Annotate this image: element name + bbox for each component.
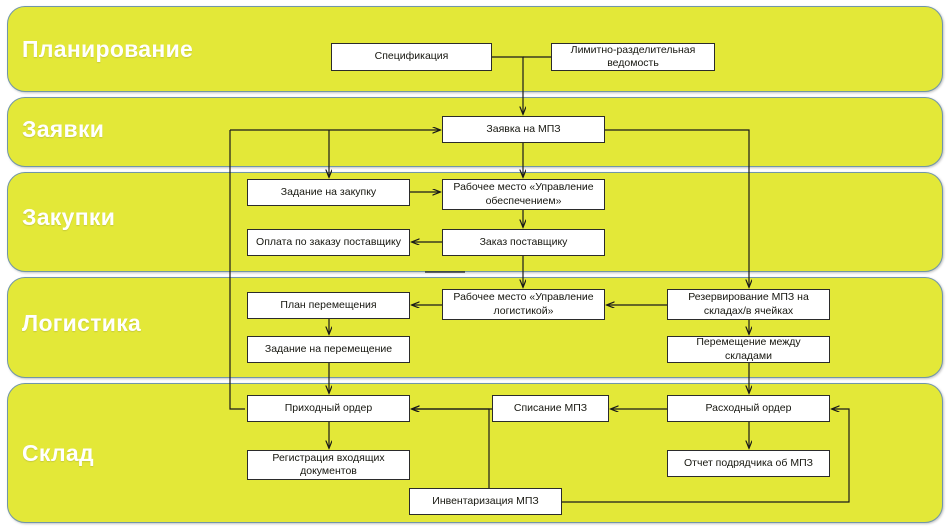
node-transfer-plan[interactable]: План перемещения <box>247 292 410 319</box>
node-issue-order[interactable]: Расходный ордер <box>667 395 830 422</box>
node-logistics-workplace[interactable]: Рабочее место «Управление логистикой» <box>442 289 605 320</box>
node-supply-workplace[interactable]: Рабочее место «Управление обеспечением» <box>442 179 605 210</box>
node-contractor-report[interactable]: Отчет подрядчика об МПЗ <box>667 450 830 477</box>
node-label-supplier-order: Заказ поставщику <box>479 235 568 248</box>
swimlane-label-0: Планирование <box>22 36 194 62</box>
node-transfer-task[interactable]: Задание на перемещение <box>247 336 410 363</box>
node-label-contractor-report: Отчет подрядчика об МПЗ <box>684 456 813 469</box>
node-specification[interactable]: Спецификация <box>331 43 492 71</box>
node-label-receipt-order: Приходный ордер <box>284 401 373 414</box>
node-purchase-task[interactable]: Задание на закупку <box>247 179 410 206</box>
node-mpz-writeoff[interactable]: Списание МПЗ <box>492 395 609 422</box>
node-limit-statement[interactable]: Лимитно-разделительная ведомость <box>551 43 715 71</box>
node-label-inter-warehouse: Перемещение между складами <box>696 336 801 362</box>
node-supplier-order[interactable]: Заказ поставщику <box>442 229 605 256</box>
node-incoming-docs[interactable]: Регистрация входящих документов <box>247 450 410 480</box>
node-label-supplier-payment: Оплата по заказу поставщику <box>256 235 401 248</box>
node-label-logistics-workplace: Рабочее место «Управление логистикой» <box>453 291 594 317</box>
node-label-limit-statement: Лимитно-разделительная ведомость <box>570 43 696 69</box>
node-label-specification: Спецификация <box>374 50 449 63</box>
node-receipt-order[interactable]: Приходный ордер <box>247 395 410 422</box>
node-label-mpz-request: Заявка на МПЗ <box>486 122 561 135</box>
node-label-transfer-task: Задание на перемещение <box>264 342 393 355</box>
swimlane-label-3: Логистика <box>22 310 142 336</box>
node-label-supply-workplace: Рабочее место «Управление обеспечением» <box>453 181 594 207</box>
node-mpz-request[interactable]: Заявка на МПЗ <box>442 116 605 143</box>
node-label-mpz-reservation: Резервирование МПЗ на складах/в ячейках <box>688 291 809 317</box>
node-mpz-reservation[interactable]: Резервирование МПЗ на складах/в ячейках <box>667 289 830 320</box>
node-label-mpz-writeoff: Списание МПЗ <box>513 401 588 414</box>
swimlane-label-4: Склад <box>22 440 94 466</box>
node-mpz-inventory[interactable]: Инвентаризация МПЗ <box>409 488 562 515</box>
node-label-issue-order: Расходный ордер <box>705 401 792 414</box>
node-supplier-payment[interactable]: Оплата по заказу поставщику <box>247 229 410 256</box>
node-label-purchase-task: Задание на закупку <box>280 185 377 198</box>
swimlane-label-1: Заявки <box>22 116 105 142</box>
node-label-transfer-plan: План перемещения <box>280 298 377 311</box>
node-label-incoming-docs: Регистрация входящих документов <box>272 451 385 477</box>
node-label-mpz-inventory: Инвентаризация МПЗ <box>432 494 539 507</box>
node-inter-warehouse[interactable]: Перемещение между складами <box>667 336 830 363</box>
swimlane-label-2: Закупки <box>22 204 116 230</box>
